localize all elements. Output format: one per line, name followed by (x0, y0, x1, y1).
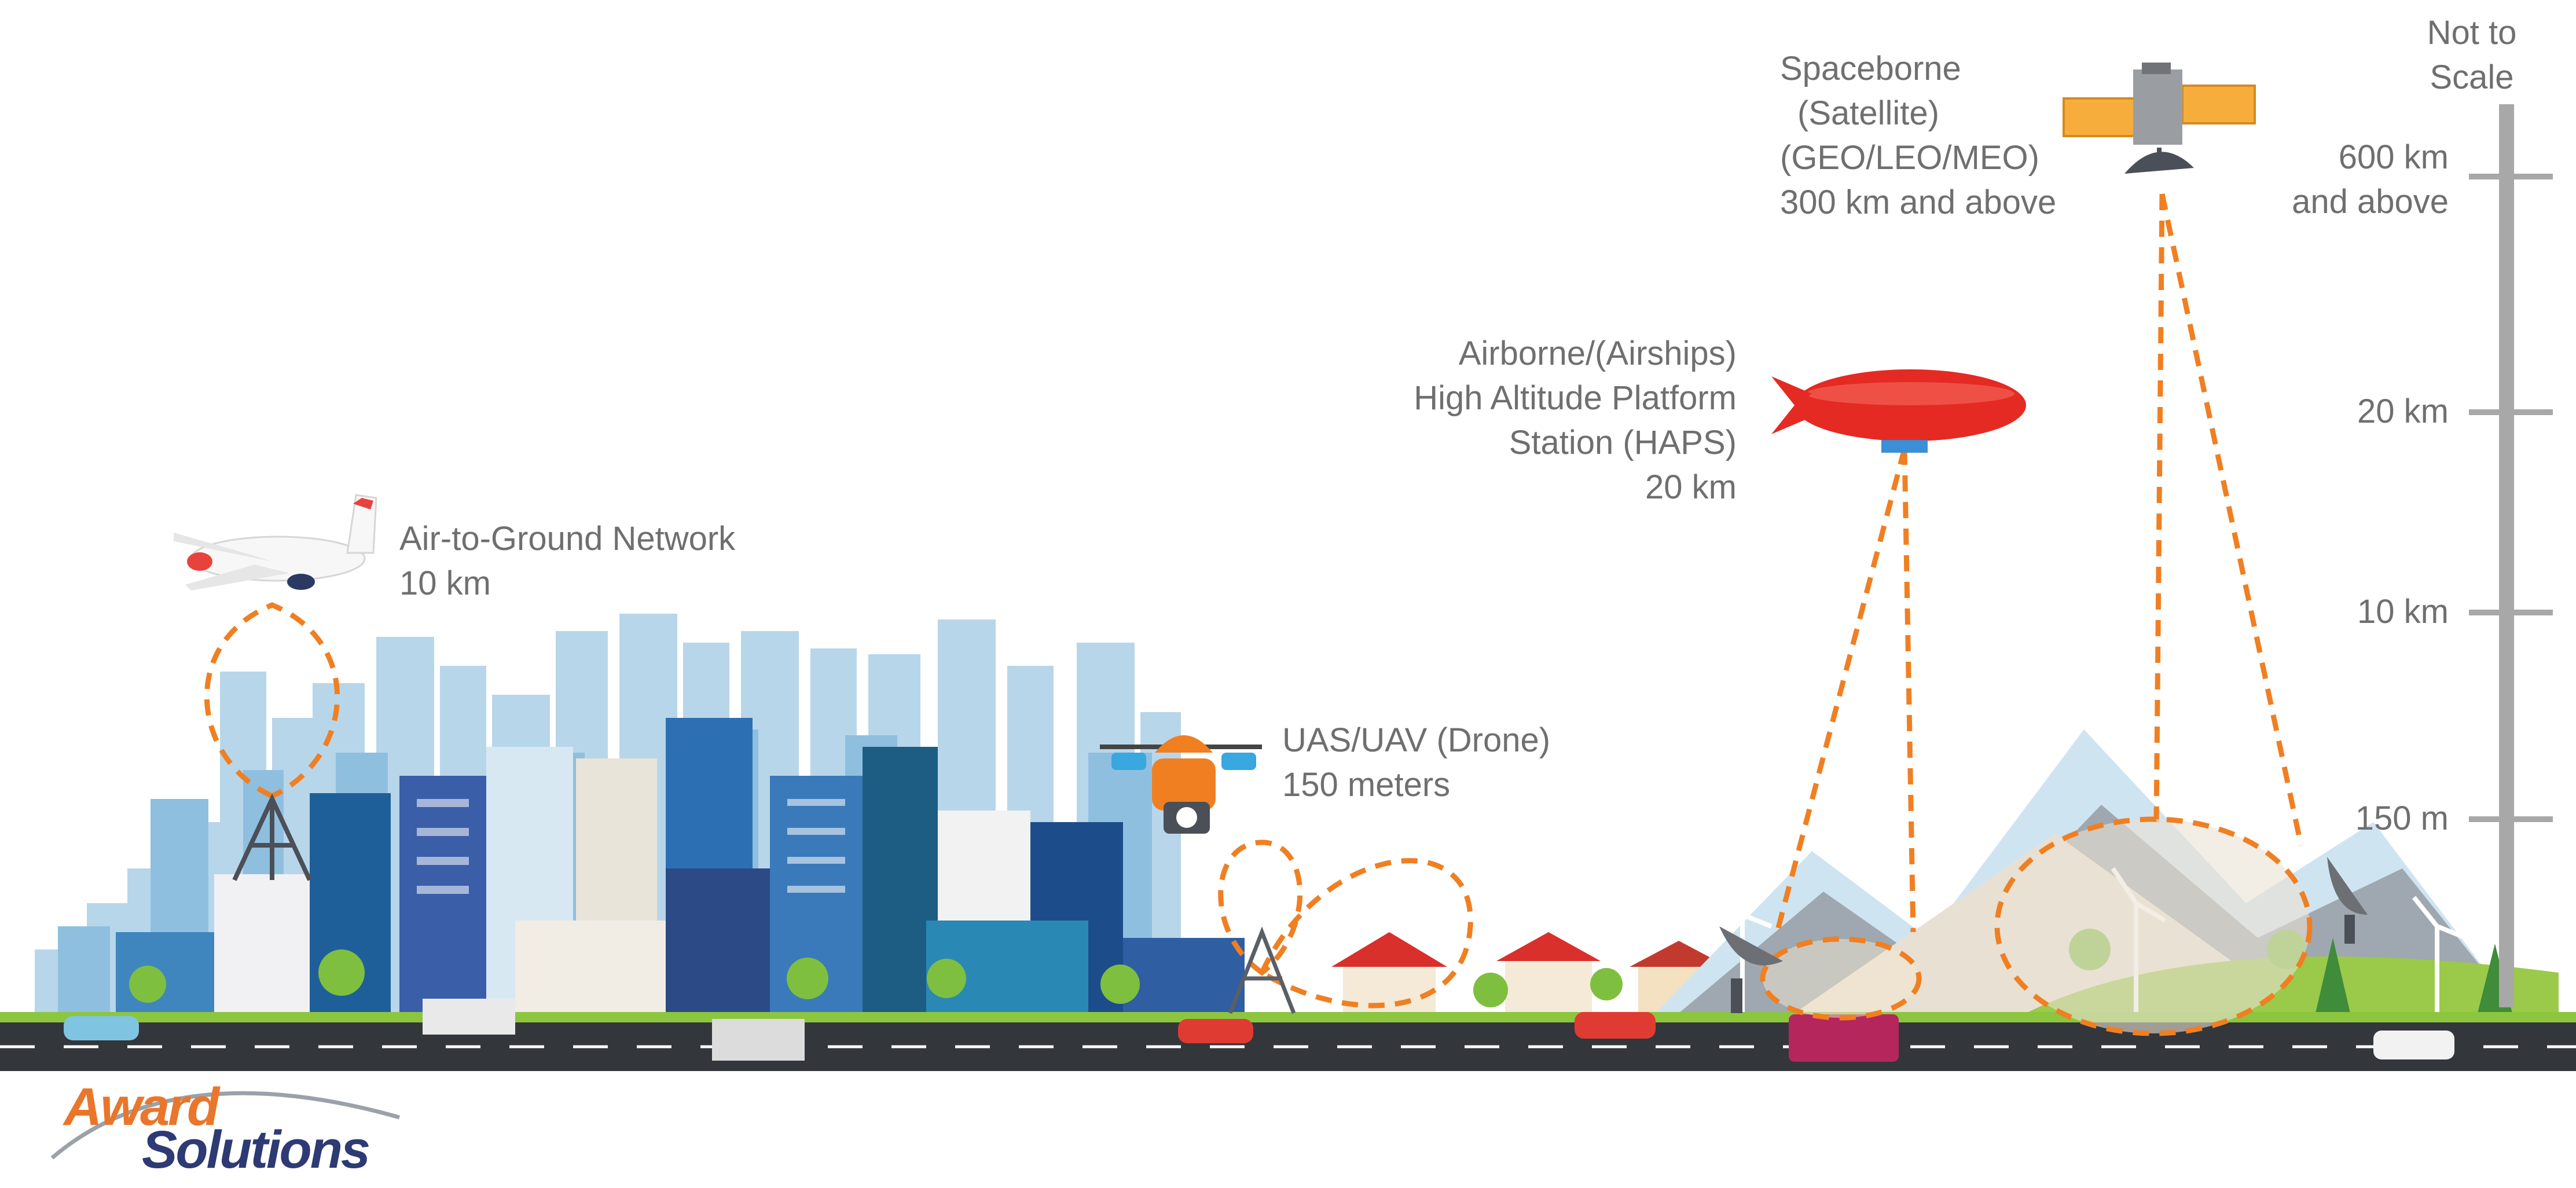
haps-label-line-2: High Altitude Platform (1414, 379, 1737, 417)
satellite-dish-icons (1719, 857, 2368, 1013)
coverage-beams (204, 193, 2313, 1036)
drone-coverage-loop-large (1258, 858, 1473, 1009)
logo-word-award: Award (64, 1077, 219, 1136)
scale-label-10km-text: 10 km (2357, 593, 2449, 630)
air-to-ground-coverage-loop (204, 602, 340, 799)
vehicles (64, 999, 2454, 1062)
not-to-scale-line-2: Scale (2430, 58, 2514, 96)
haps-label-line-4: 20 km (1645, 468, 1737, 506)
air-to-ground-line-1: Air-to-Ground Network (399, 520, 736, 558)
drone-label-line-2: 150 meters (1282, 766, 1451, 804)
air-to-ground-line-2: 10 km (399, 564, 491, 602)
satellite-label-line-1: Spaceborne (1780, 50, 1961, 87)
haps-label: Airborne/(Airships) High Altitude Platfo… (1274, 331, 1737, 509)
haps-label-line-3: Station (HAPS) (1509, 424, 1737, 461)
scale-label-150m-text: 150 m (2355, 800, 2449, 837)
award-solutions-logo: Award Solutions (23, 1077, 405, 1187)
satellite-label: Spaceborne (Satellite) (GEO/LEO/MEO) 300… (1780, 46, 2056, 225)
satellite-label-line-2: (Satellite) (1797, 94, 1939, 132)
satellite-label-line-4: 300 km and above (1780, 184, 2057, 221)
cell-tower-left (232, 793, 312, 881)
haps-label-line-1: Airborne/(Airships) (1458, 335, 1737, 372)
scale-label-600km-line-1: 600 km (2338, 138, 2449, 176)
scale-label-20km: 20 km (2229, 389, 2449, 434)
scale-label-10km: 10 km (2229, 589, 2449, 634)
blimp-icon (1771, 369, 2026, 453)
drone-label: UAS/UAV (Drone) 150 meters (1282, 718, 1550, 807)
not-to-scale-label: Not to Scale (2408, 10, 2535, 100)
drone-label-line-1: UAS/UAV (Drone) (1282, 721, 1551, 759)
air-to-ground-label: Air-to-Ground Network 10 km (399, 516, 735, 606)
scale-label-600km-line-2: and above (2292, 183, 2449, 221)
scale-label-150m: 150 m (2229, 796, 2449, 841)
drone-icon (1100, 735, 1262, 834)
airplane-icon (174, 494, 377, 591)
scale-label-600km: 600 km and above (2229, 135, 2449, 224)
cell-tower-drone (1228, 926, 1296, 1014)
grass-strip (0, 1012, 2576, 1022)
satellite-label-line-3: (GEO/LEO/MEO) (1780, 139, 2039, 177)
altitude-scale (2469, 104, 2553, 1007)
satellite-icon (2063, 63, 2256, 174)
not-to-scale-line-1: Not to (2427, 14, 2517, 52)
scale-label-20km-text: 20 km (2357, 393, 2449, 430)
logo-word-solutions: Solutions (142, 1120, 370, 1179)
logo-swoosh (50, 1091, 400, 1160)
